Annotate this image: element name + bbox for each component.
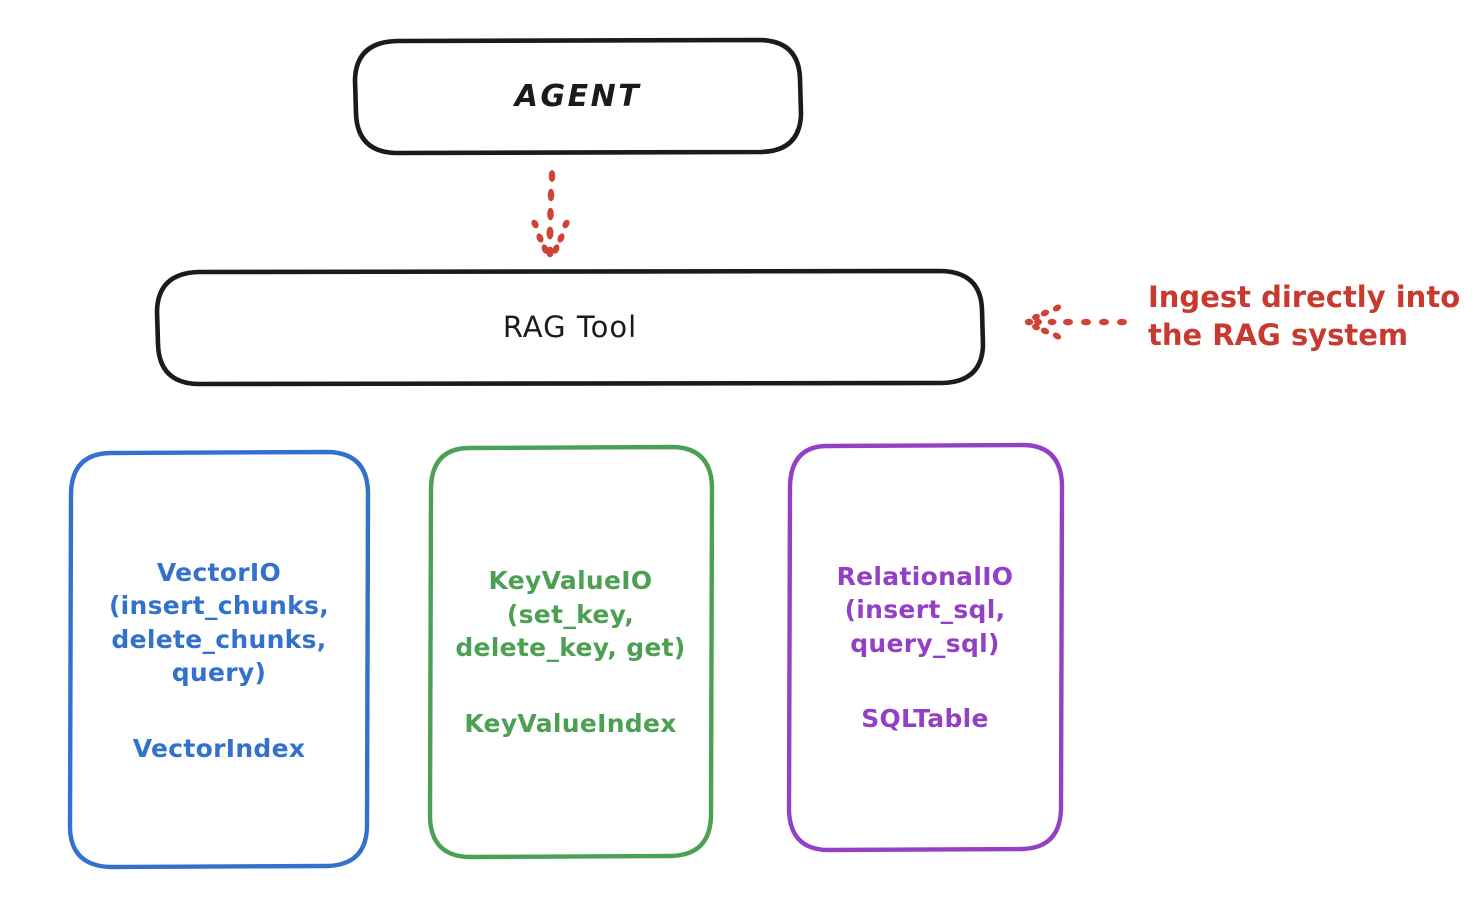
vector-io-box-outline: [67, 449, 371, 870]
key-value-io-box-outline: [427, 444, 715, 860]
vector-index-label: VectorIndex: [132, 733, 306, 763]
vector-io-api-label: VectorIO (insert_chunks, delete_chunks, …: [108, 557, 330, 688]
key-value-io-node: KeyValueIO (set_key, delete_key, get) Ke…: [430, 447, 711, 856]
key-value-index-label: KeyValueIndex: [464, 708, 677, 738]
relational-io-api-label: RelationalIO (insert_sql, query_sql): [836, 561, 1014, 658]
agent-node-label: AGENT: [514, 79, 642, 114]
annotation-to-rag-tool-arrow-icon: [1024, 304, 1127, 340]
relational-io-node: RelationalIO (insert_sql, query_sql) SQL…: [789, 445, 1061, 849]
ingest-annotation-text: Ingest directly into the RAG system: [1148, 280, 1461, 353]
key-value-io-api-label: KeyValueIO (set_key, delete_key, get): [455, 566, 686, 663]
relational-io-box-outline: [786, 442, 1065, 853]
agent-box-outline: [352, 37, 804, 156]
sql-table-label: SQLTable: [861, 704, 989, 734]
vector-io-node: VectorIO (insert_chunks, delete_chunks, …: [70, 452, 368, 867]
rag-tool-box-outline: [154, 268, 986, 387]
agent-to-rag-tool-arrow-icon: [531, 170, 570, 258]
rag-tool-node-label: RAG Tool: [502, 309, 638, 344]
